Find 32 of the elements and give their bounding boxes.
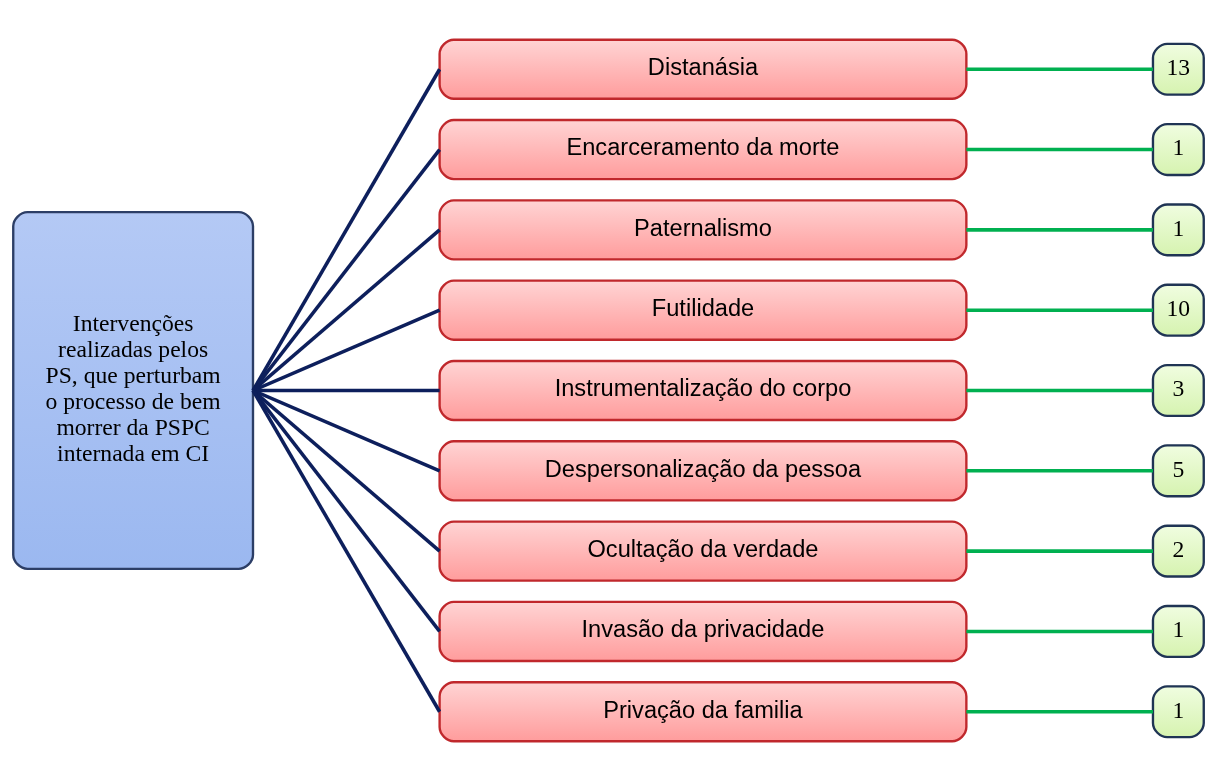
node-box: Distanásia (438, 38, 968, 100)
node-box: 1 (1151, 203, 1205, 257)
connector (251, 68, 442, 392)
node-box: Invasão da privacidade (438, 600, 968, 663)
node-box: Intervenções realizadas pelos PS, que perturbam o processo de bem morrer da PSPC internada em CI (12, 211, 255, 570)
node-box: 10 (1151, 283, 1205, 337)
connector (966, 629, 1153, 634)
node-box: Ocultação da verdade (438, 520, 968, 582)
node-box: Despersonalização da pessoa (438, 440, 968, 502)
connector (966, 710, 1153, 714)
connector (966, 67, 1153, 71)
node-box: 3 (1151, 363, 1205, 418)
connector (251, 148, 441, 392)
node-box: 1 (1151, 685, 1205, 739)
node-box: 5 (1151, 444, 1205, 498)
connector (966, 228, 1153, 232)
connector (966, 549, 1153, 553)
connector (966, 388, 1153, 393)
node-box: 1 (1151, 123, 1205, 177)
connector (966, 469, 1153, 473)
node-box: 13 (1151, 42, 1205, 96)
node-box: 1 (1151, 604, 1205, 658)
connector (251, 389, 441, 633)
connector (251, 389, 442, 713)
connector (966, 147, 1153, 152)
node-box: Privação da familia (438, 681, 968, 743)
node-box: Instrumentalização do corpo (438, 359, 968, 422)
connector (966, 308, 1153, 312)
node-box: Encarceramento da morte (438, 118, 968, 181)
node-box: 2 (1151, 524, 1205, 578)
node-box: Futilidade (438, 279, 968, 341)
node-box: Paternalismo (438, 199, 968, 261)
